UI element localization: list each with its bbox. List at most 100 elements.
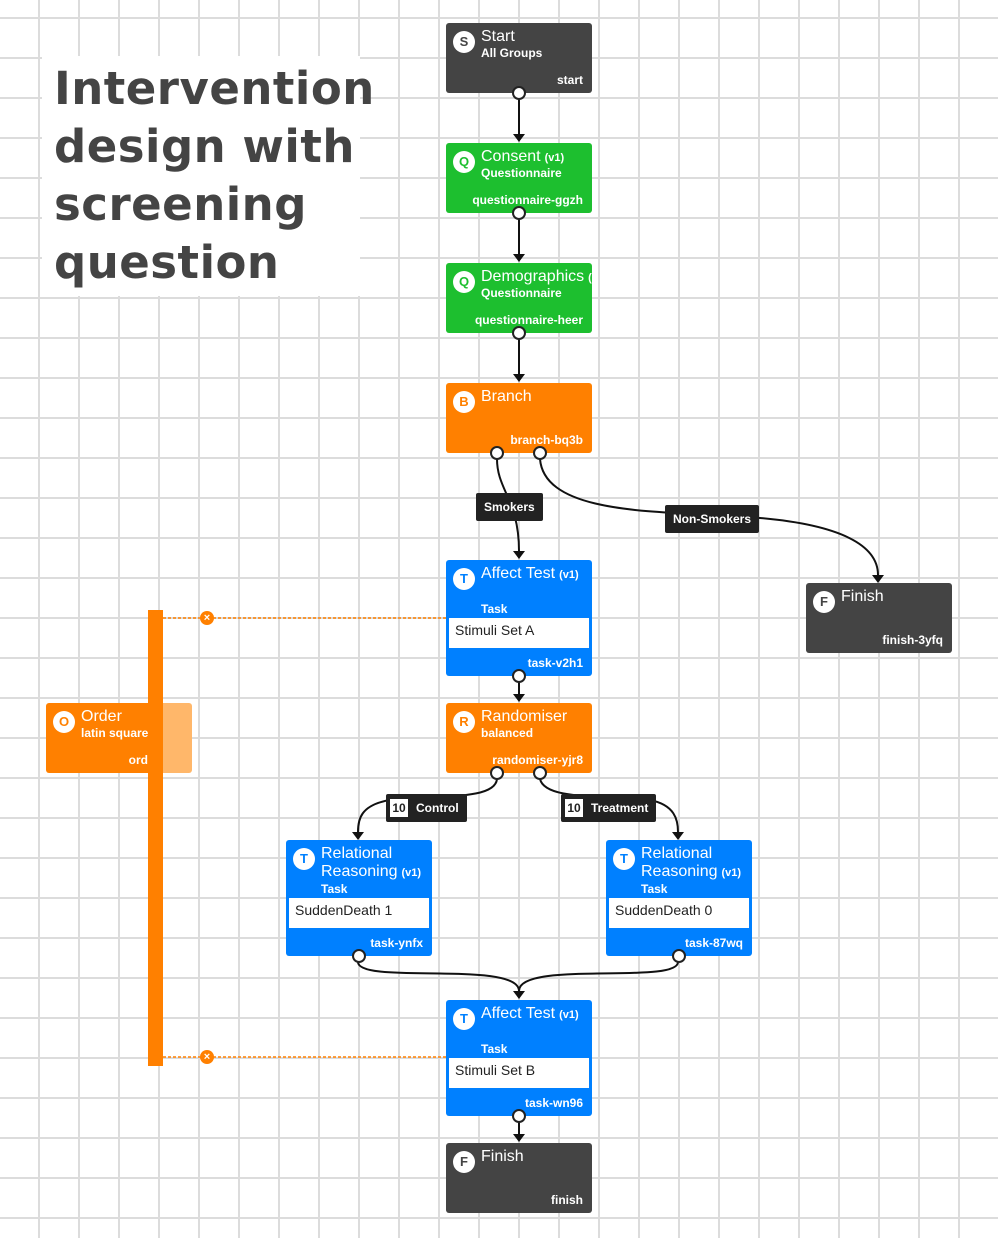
node-version: ( [588, 272, 592, 284]
node-title: Relational Reasoning [321, 845, 398, 880]
node-subtitle: latin square [81, 726, 149, 740]
node-type-icon: O [53, 711, 75, 733]
node-name: Consent(v1) [481, 148, 564, 167]
node-subtitle: Task [641, 882, 668, 896]
node-id: start [556, 73, 583, 87]
node-finish[interactable]: F Finish finish [446, 1143, 592, 1213]
group-count: 10 [390, 799, 408, 817]
node-title: Randomiser [481, 708, 568, 725]
node-version: (v1) [401, 867, 422, 879]
node-name: Randomiser [481, 708, 567, 726]
node-id: finish-3yfq [882, 633, 943, 647]
diagram-title: Intervention design with screening quest… [42, 56, 374, 296]
node-type-icon: S [453, 31, 475, 53]
order-bar[interactable] [148, 610, 163, 1066]
node-title: Finish [841, 588, 884, 605]
node-subtitle: Questionnaire [481, 286, 562, 300]
node-questionnaire-heer[interactable]: Q Demographics( Questionnaire questionnaire… [446, 263, 592, 333]
node-type-icon: Q [453, 271, 475, 293]
node-subtitle: Task [321, 882, 348, 896]
node-title: Relational Reasoning [641, 845, 718, 880]
node-id: questionnaire-heer [474, 313, 583, 327]
output-port[interactable] [533, 446, 547, 460]
node-subtitle: All Groups [481, 46, 543, 60]
node-type-icon: T [293, 848, 315, 870]
output-port[interactable] [512, 86, 526, 100]
node-parameter[interactable]: SuddenDeath 1 [289, 898, 429, 928]
node-type-icon: B [453, 391, 475, 413]
node-title: Start [481, 28, 515, 45]
output-port[interactable] [512, 326, 526, 340]
node-id: task-ynfx [370, 936, 423, 950]
node-version: (v1) [544, 152, 565, 164]
node-type-icon: T [453, 568, 475, 590]
edge-label-non-smokers[interactable]: Non-Smokers [665, 505, 760, 533]
node-name: Relational Reasoning(v1) [321, 845, 426, 882]
node-id: randomiser-yjr8 [492, 753, 583, 767]
node-name: Order [81, 708, 122, 726]
output-port[interactable] [352, 949, 366, 963]
edge-rr2-affect2 [518, 961, 679, 992]
node-title: Finish [481, 1148, 524, 1165]
node-title: Consent [481, 148, 541, 165]
node-id: finish [551, 1193, 583, 1207]
output-port[interactable] [490, 766, 504, 780]
node-id: ord [128, 753, 148, 767]
close-icon[interactable]: × [200, 1050, 214, 1064]
edge-rr1-affect2 [357, 961, 520, 992]
output-port[interactable] [512, 206, 526, 220]
edge-label-treatment[interactable]: 10 Treatment [561, 794, 657, 822]
edge-label-text: Non-Smokers [673, 512, 752, 526]
node-type-icon: T [453, 1008, 475, 1030]
node-id: questionnaire-ggzh [472, 193, 583, 207]
node-name: Finish [481, 1148, 524, 1166]
node-parameter[interactable]: Stimuli Set B [449, 1058, 589, 1088]
node-id: task-87wq [684, 936, 743, 950]
group-count: 10 [565, 799, 583, 817]
edge-label-text: Treatment [591, 801, 649, 815]
node-version: (v1) [559, 569, 579, 581]
output-port[interactable] [533, 766, 547, 780]
node-version: (v1) [559, 1009, 579, 1021]
edge-label-text: Control [416, 801, 459, 815]
node-type-icon: T [613, 848, 635, 870]
node-id: task-v2h1 [527, 656, 583, 670]
node-name: Affect Test(v1) [481, 1005, 586, 1024]
node-id: branch-bq3b [510, 433, 583, 447]
edge-label-smokers[interactable]: Smokers [476, 493, 543, 521]
edge-label-text: Smokers [484, 500, 535, 514]
node-subtitle: Task [481, 1042, 508, 1056]
node-type-icon: F [453, 1151, 475, 1173]
node-version: (v1) [721, 867, 742, 879]
node-type-icon: R [453, 711, 475, 733]
node-finish-3yfq[interactable]: F Finish finish-3yfq [806, 583, 952, 653]
node-title: Order [81, 708, 122, 725]
node-title: Branch [481, 388, 532, 405]
node-branch-bq3b[interactable]: B Branch branch-bq3b [446, 383, 592, 453]
node-name: Branch [481, 388, 532, 406]
node-parameter[interactable]: Stimuli Set A [449, 618, 589, 648]
node-title: Demographics [481, 268, 585, 285]
output-port[interactable] [672, 949, 686, 963]
output-port[interactable] [512, 669, 526, 683]
edge-label-control[interactable]: 10 Control [386, 794, 467, 822]
output-port[interactable] [490, 446, 504, 460]
close-icon[interactable]: × [200, 611, 214, 625]
node-parameter[interactable]: SuddenDeath 0 [609, 898, 749, 928]
node-name: Affect Test(v1) [481, 565, 586, 584]
node-subtitle: Task [481, 602, 508, 616]
node-name: Finish [841, 588, 884, 606]
output-port[interactable] [512, 1109, 526, 1123]
node-id: task-wn96 [524, 1096, 583, 1110]
node-title: Affect Test [481, 1005, 556, 1022]
node-title: Affect Test [481, 565, 556, 582]
node-type-icon: F [813, 591, 835, 613]
